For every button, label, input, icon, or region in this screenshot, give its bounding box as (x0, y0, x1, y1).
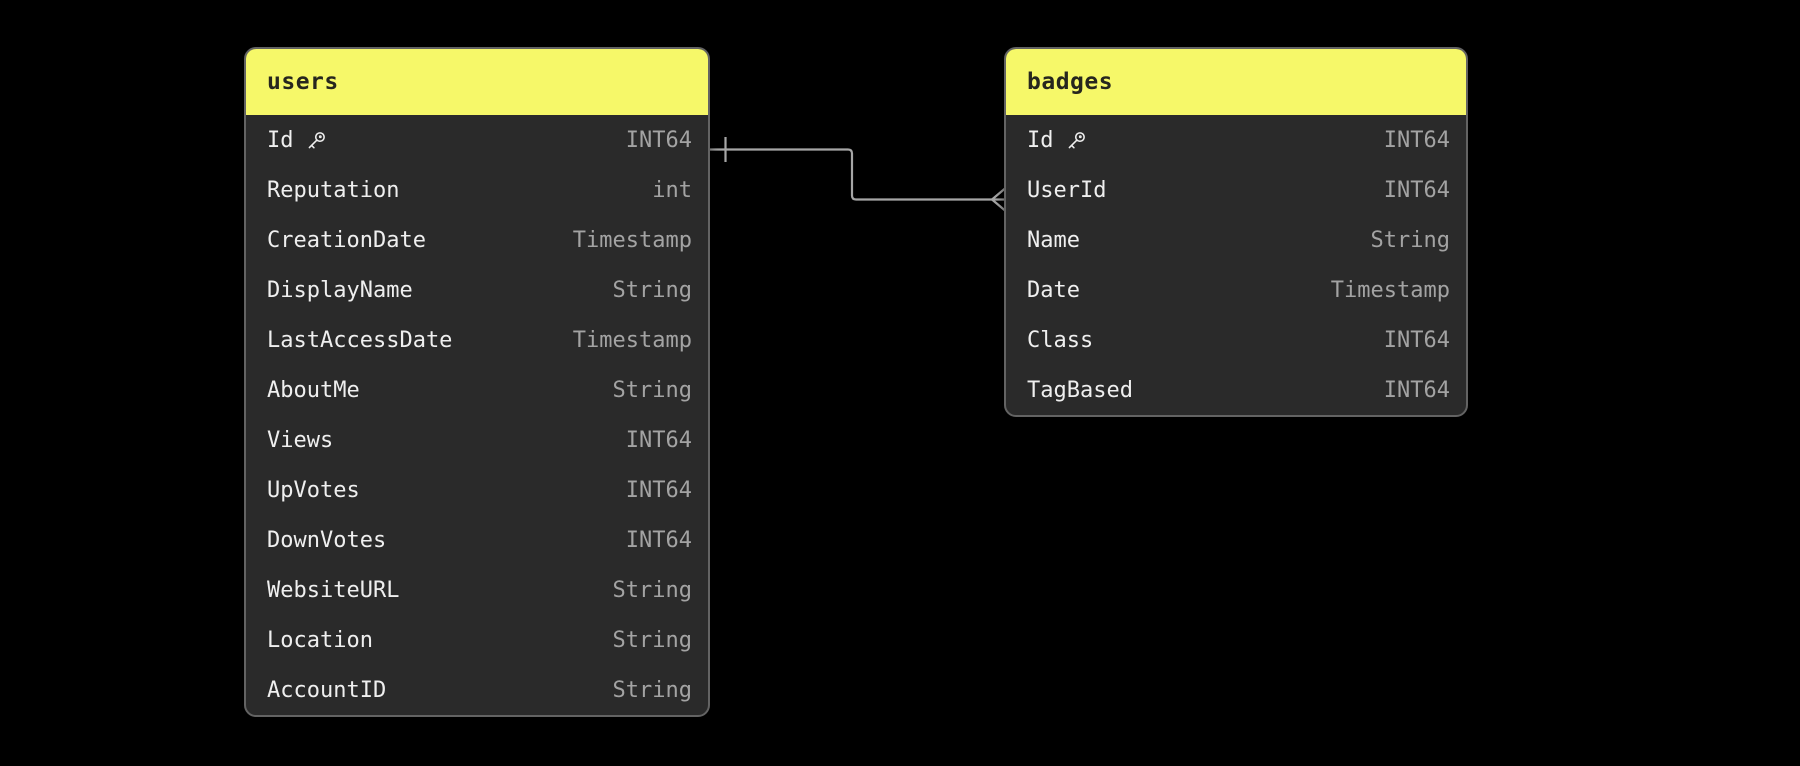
table-header-users[interactable]: users (246, 49, 708, 115)
field-name: TagBased (1027, 377, 1133, 403)
field-row[interactable]: DownVotes INT64 (246, 515, 708, 565)
field-type: String (612, 627, 692, 653)
field-name: Id (1027, 127, 1054, 153)
field-type: String (612, 377, 692, 403)
field-name: AboutMe (267, 377, 360, 403)
field-type: INT64 (625, 427, 692, 453)
field-name: Date (1027, 277, 1080, 303)
field-row[interactable]: Reputation int (246, 165, 708, 215)
field-name: Location (267, 627, 373, 653)
field-row[interactable]: Id INT64 (246, 115, 708, 165)
table-body-users: Id INT64 Reputation int CreationDate Tim… (246, 115, 708, 715)
field-row[interactable]: AboutMe String (246, 365, 708, 415)
field-row[interactable]: Date Timestamp (1006, 265, 1466, 315)
field-name: DisplayName (267, 277, 413, 303)
field-name: AccountID (267, 677, 387, 703)
table-card-users[interactable]: users Id INT64 Reputation int Crea (244, 47, 710, 717)
primary-key-icon (1068, 132, 1085, 149)
field-type: int (652, 177, 692, 203)
field-type: String (612, 577, 692, 603)
field-name: CreationDate (267, 227, 426, 253)
field-row[interactable]: AccountID String (246, 665, 708, 715)
field-type: String (612, 277, 692, 303)
field-name: Name (1027, 227, 1080, 253)
field-type: INT64 (1383, 177, 1450, 203)
field-type: INT64 (625, 527, 692, 553)
field-row[interactable]: Class INT64 (1006, 315, 1466, 365)
field-type: Timestamp (1330, 277, 1450, 303)
field-type: INT64 (625, 477, 692, 503)
table-body-badges: Id INT64 UserId INT64 Name String Date (1006, 115, 1466, 415)
field-name: DownVotes (267, 527, 387, 553)
field-type: INT64 (1383, 327, 1450, 353)
field-type: String (612, 677, 692, 703)
field-type: Timestamp (572, 227, 692, 253)
field-type: String (1370, 227, 1450, 253)
table-card-badges[interactable]: badges Id INT64 UserId INT64 Name (1004, 47, 1468, 417)
field-name: Views (267, 427, 334, 453)
field-row[interactable]: Name String (1006, 215, 1466, 265)
field-name: UserId (1027, 177, 1107, 203)
field-row[interactable]: CreationDate Timestamp (246, 215, 708, 265)
field-row[interactable]: Id INT64 (1006, 115, 1466, 165)
field-name: WebsiteURL (267, 577, 400, 603)
field-type: Timestamp (572, 327, 692, 353)
field-row[interactable]: UpVotes INT64 (246, 465, 708, 515)
field-row[interactable]: DisplayName String (246, 265, 708, 315)
field-name: Id (267, 127, 294, 153)
field-row[interactable]: TagBased INT64 (1006, 365, 1466, 415)
field-row[interactable]: Views INT64 (246, 415, 708, 465)
field-name: Class (1027, 327, 1094, 353)
field-row[interactable]: Location String (246, 615, 708, 665)
table-title: badges (1027, 69, 1114, 95)
field-name: LastAccessDate (267, 327, 453, 353)
field-type: INT64 (1383, 127, 1450, 153)
table-header-badges[interactable]: badges (1006, 49, 1466, 115)
primary-key-icon (308, 132, 325, 149)
field-type: INT64 (1383, 377, 1450, 403)
field-name: Reputation (267, 177, 400, 203)
field-row[interactable]: WebsiteURL String (246, 565, 708, 615)
table-title: users (267, 69, 339, 95)
field-name: UpVotes (267, 477, 360, 503)
relationship-path[interactable] (709, 148, 992, 201)
many-cardinality-crowfoot-icon (991, 187, 1006, 212)
field-type: INT64 (625, 127, 692, 153)
field-row[interactable]: UserId INT64 (1006, 165, 1466, 215)
field-row[interactable]: LastAccessDate Timestamp (246, 315, 708, 365)
